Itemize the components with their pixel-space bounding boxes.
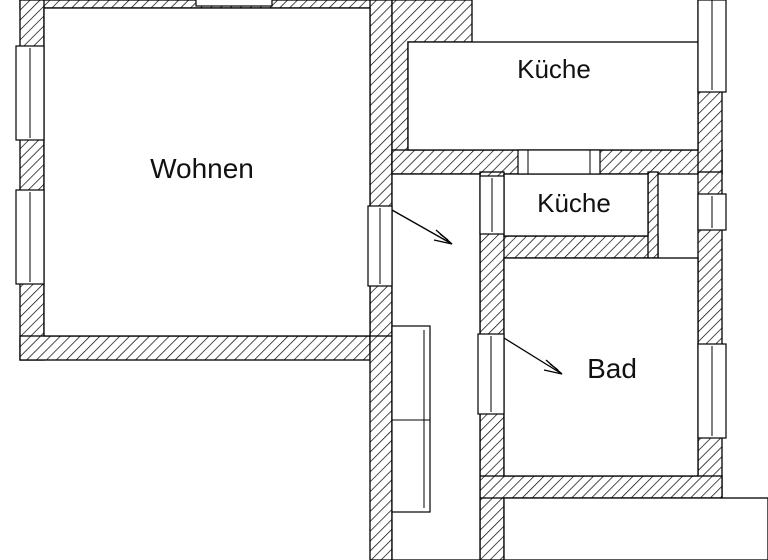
wall-kueche-small-bottom [479, 235, 659, 259]
room-lower-right [503, 497, 768, 560]
wall-kueche-small-right [647, 171, 659, 259]
window-icon [517, 149, 601, 175]
room-bad [503, 257, 699, 477]
window-icon [477, 333, 505, 415]
wall-wohnen-bottom [19, 335, 393, 361]
room-label-wohnen: Wohnen [150, 153, 254, 184]
door-arrow-icon [391, 209, 453, 245]
window-icon [479, 175, 505, 235]
door-arrow-icon [503, 337, 563, 375]
window-icon [391, 325, 431, 513]
rooms [43, 7, 768, 560]
window-icon [195, 0, 273, 7]
room-label-bad: Bad [587, 353, 637, 384]
window-icon [367, 205, 393, 287]
window-icon [697, 0, 727, 93]
room-kueche-small [503, 173, 649, 237]
room-wohnen [43, 7, 371, 337]
window-icon [15, 189, 45, 285]
room-label-kueche-upper: Küche [517, 54, 591, 84]
room-label-kueche-lower: Küche [537, 188, 611, 218]
wall-wohnen-right [369, 0, 393, 361]
window-icon [15, 45, 45, 141]
windows [15, 0, 727, 513]
wall-corridor-left [369, 335, 393, 560]
room-kueche-upper [407, 41, 699, 151]
window-icon [697, 343, 727, 439]
window-icon [697, 193, 727, 231]
wall-bad-bottom [479, 475, 723, 499]
